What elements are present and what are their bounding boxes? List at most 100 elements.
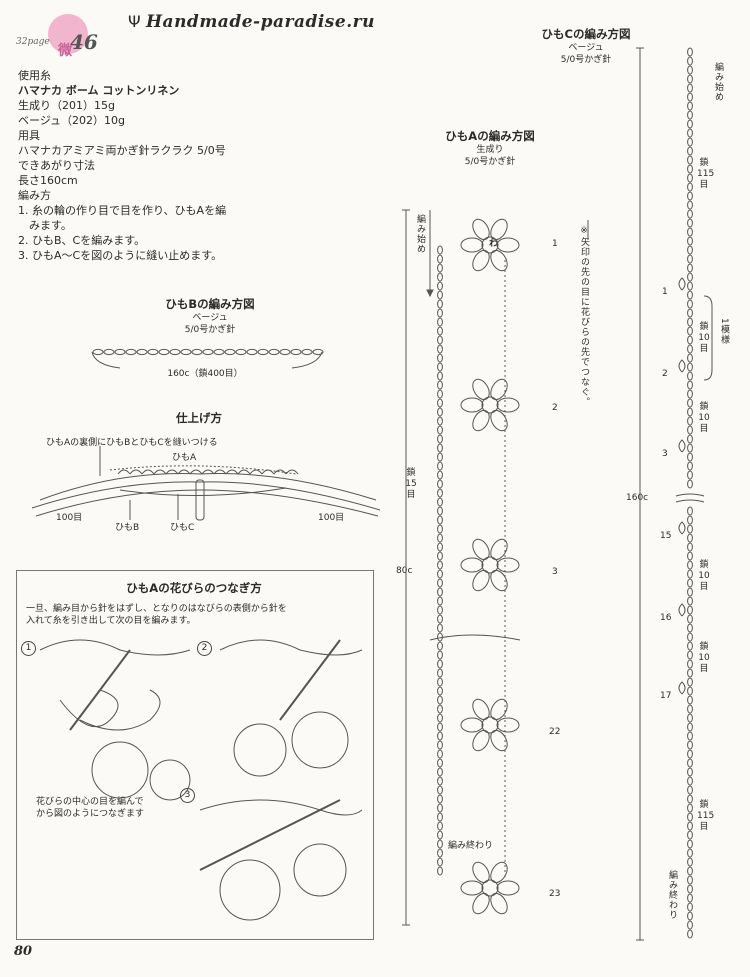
chain-stitch xyxy=(437,767,443,777)
chain-stitch xyxy=(687,821,693,831)
petal xyxy=(496,237,520,253)
chain-stitch xyxy=(437,398,443,408)
chain-kanji: 鎖 xyxy=(699,800,709,810)
chain-stitch xyxy=(687,542,693,552)
chain-stitch xyxy=(687,875,693,885)
chain-stitch xyxy=(687,533,693,543)
chain-stitch xyxy=(437,632,443,642)
yarn-color-2: ベージュ（202）10g xyxy=(18,114,125,127)
picot xyxy=(678,681,686,695)
chain-stitch xyxy=(687,263,693,273)
chain-stitch xyxy=(437,254,443,264)
chain-stitch xyxy=(687,335,693,345)
chain-count: 10 xyxy=(698,333,710,343)
chain-stitch xyxy=(687,587,693,597)
petal xyxy=(472,378,490,401)
finishing-title: 仕上げ方 xyxy=(176,411,222,425)
chain-stitch xyxy=(687,632,693,642)
picot xyxy=(201,469,215,475)
chain-stitch xyxy=(437,758,443,768)
chain-count: 115 xyxy=(697,811,715,821)
chain-stitch xyxy=(437,866,443,876)
cord-c-diagram xyxy=(636,47,713,941)
picot xyxy=(165,469,179,475)
cord-a-note: ※矢印の先の目に花びらの先でつなぐ。 xyxy=(579,226,589,407)
chain-unit: 目 xyxy=(699,582,709,592)
chain-stitch xyxy=(213,348,225,356)
chain-stitch xyxy=(687,56,693,66)
chain-stitch xyxy=(437,443,443,453)
chain-stitch xyxy=(687,677,693,687)
chain-stitch xyxy=(687,65,693,75)
cord-a-chain-unit: 目 xyxy=(406,490,416,500)
chain-stitch xyxy=(687,452,693,462)
petal-box-title: ひもAの花びらのつなぎ方 xyxy=(126,581,262,595)
chain-stitch xyxy=(687,560,693,570)
chain-stitch xyxy=(687,506,693,516)
chain-stitch xyxy=(687,245,693,255)
step-marker-3: 3 xyxy=(180,788,195,803)
chain-stitch xyxy=(687,155,693,165)
chain-stitch xyxy=(437,380,443,390)
cord-c-title: ひもCの編み方図 xyxy=(541,27,631,41)
petal xyxy=(472,218,490,241)
step-marker-1: 1 xyxy=(21,641,36,656)
chain-stitch xyxy=(687,110,693,120)
chain-stitch xyxy=(687,353,693,363)
chain-stitch xyxy=(437,641,443,651)
chain-stitch xyxy=(169,348,181,356)
petal xyxy=(472,698,490,721)
chain-stitch xyxy=(687,272,693,282)
chain-stitch xyxy=(437,839,443,849)
chain-stitch xyxy=(180,348,192,356)
petal-box-desc-1: 一旦、編み目から針をはずし、となりのはなびらの表側から針を xyxy=(26,604,287,614)
cord-c-header: ひもCの編み方図 ベージュ 5/0号かぎ針 xyxy=(516,26,656,66)
petal xyxy=(490,861,508,884)
fork-icon: Ψ xyxy=(128,12,141,31)
chain-stitch xyxy=(687,398,693,408)
picot xyxy=(117,469,131,475)
chain-stitch xyxy=(125,348,137,356)
step-3: 3. ひもA～Cを図のように縫い止めます。 xyxy=(18,249,223,262)
picot xyxy=(141,469,155,475)
cord-a-flowers xyxy=(460,218,520,915)
petal-illustration-2 xyxy=(219,639,363,777)
chain-stitch xyxy=(437,263,443,273)
cord-c-chain-bottom: 鎖 115 目 xyxy=(697,800,715,833)
chain-stitch xyxy=(437,551,443,561)
chain-stitch xyxy=(147,348,159,356)
cord-c-number-1: 1 xyxy=(662,287,668,297)
chain-stitch xyxy=(687,659,693,669)
chain-stitch xyxy=(687,254,693,264)
chain-stitch xyxy=(687,371,693,381)
finishing-right-count: 100目 xyxy=(318,513,345,523)
petal-joining-box xyxy=(16,570,374,940)
cord-a-number-22: 22 xyxy=(549,727,561,737)
chain-stitch xyxy=(437,542,443,552)
chain-stitch xyxy=(437,497,443,507)
cord-a-number-23: 23 xyxy=(549,889,561,899)
chain-count: 10 xyxy=(698,413,710,423)
chain-stitch xyxy=(687,884,693,894)
chain-stitch xyxy=(687,767,693,777)
chain-stitch xyxy=(202,348,214,356)
chain-stitch xyxy=(687,182,693,192)
flower-center xyxy=(481,879,499,897)
petal-box-note-1: 花びらの中心の目を編んで xyxy=(36,797,144,807)
chain-stitch xyxy=(437,434,443,444)
petal xyxy=(460,397,484,413)
petal-box-note-2: から図のようにつなぎます xyxy=(36,809,145,819)
petal xyxy=(472,538,490,561)
chain-stitch xyxy=(437,776,443,786)
chain-stitch xyxy=(437,794,443,804)
chain-stitch xyxy=(687,173,693,183)
chain-stitch xyxy=(687,362,693,372)
petal-illustration-1 xyxy=(39,639,191,801)
chain-stitch xyxy=(437,857,443,867)
chain-unit: 目 xyxy=(699,344,709,354)
picot xyxy=(678,521,686,535)
chain-stitch xyxy=(437,749,443,759)
chain-stitch xyxy=(268,348,280,356)
chain-stitch xyxy=(437,614,443,624)
chain-stitch xyxy=(687,605,693,615)
